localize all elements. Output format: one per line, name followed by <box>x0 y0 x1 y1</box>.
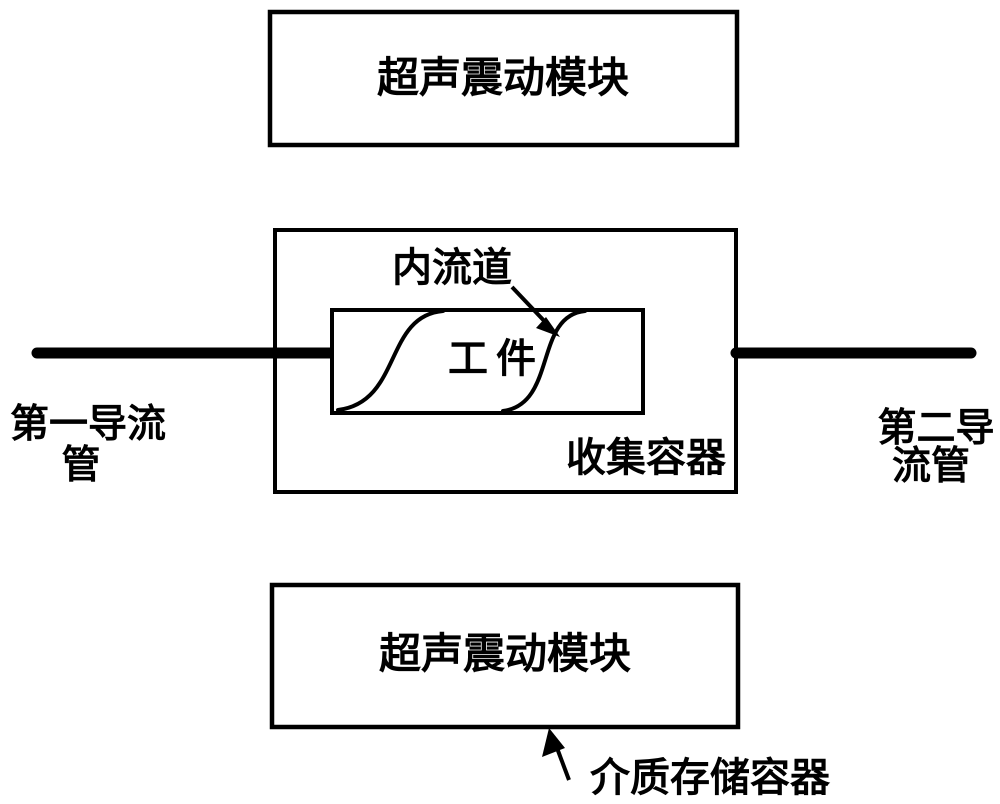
top-ultrasonic-module-box <box>267 9 740 148</box>
second-pipe-label-line1: 第二导 <box>877 407 994 450</box>
second-pipe-label-line2: 流管 <box>892 445 970 488</box>
first-pipe-label-line2: 管 <box>61 444 100 487</box>
workpiece-rect <box>330 308 645 415</box>
storage-container-arrowhead-icon <box>542 728 565 757</box>
bottom-ultrasonic-module-label: 超声震动模块 <box>379 631 631 678</box>
collection-container-label: 收集容器 <box>566 435 727 480</box>
workpiece-label: 工件 <box>448 336 544 381</box>
bottom-ultrasonic-module-box <box>269 582 741 730</box>
inner-channel-label: 内流道 <box>392 245 512 290</box>
top-ultrasonic-module-label: 超声震动模块 <box>377 55 629 102</box>
first-pipe-label: 第一导流 管 <box>10 403 166 487</box>
inner-channel-arrowhead-icon <box>536 317 560 337</box>
storage-container-arrow <box>555 747 571 781</box>
inner-channel-left-curve <box>336 309 445 412</box>
inner-channel-right-curve <box>501 309 587 413</box>
first-pipe-label-line1: 第一导流 <box>10 403 166 446</box>
second-pipe-label: 第二导 流管 <box>877 407 994 488</box>
storage-container-label: 介质存储容器 <box>590 755 831 800</box>
inner-channel-arrow <box>510 285 551 328</box>
